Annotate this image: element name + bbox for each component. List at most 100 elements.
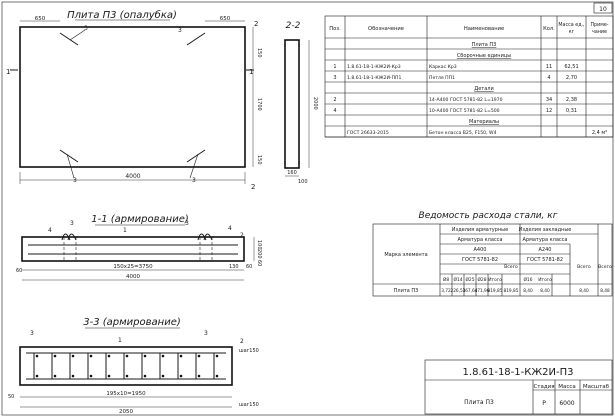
spec-header: Поз.: [329, 26, 341, 32]
steel-group2-class: А240: [539, 247, 552, 253]
section-1-1-dim-left: 60: [16, 268, 22, 274]
steel-row-value: 471,96: [474, 288, 489, 294]
spec-row-name: Каркас Кр3: [429, 64, 457, 70]
rebar-dot: [125, 354, 129, 358]
steel-subcol: Ø28: [477, 276, 486, 283]
spec-row-mass: 0,31: [566, 108, 577, 114]
section-1-1-dim-h3: 60: [256, 260, 262, 266]
steel-row-value: 226,53: [450, 288, 465, 294]
spec-header: Обозначение: [368, 26, 404, 32]
title-block: 1.8.61-18-1-КЖ2И-П3 Стадия Масса Масштаб…: [424, 359, 613, 415]
spec-row-name: 14-А400 ГОСТ 5781-82 L=1970: [429, 97, 503, 103]
steel-row-value: 3,72: [441, 288, 451, 294]
plan-dim-top-left: 650: [35, 16, 46, 22]
spec-row-section: Детали: [474, 86, 493, 92]
stamp-col-mass: Масса: [558, 384, 576, 390]
section-2-2-dim-width: 160: [287, 170, 297, 176]
rebar-dot: [71, 354, 75, 358]
section-2-2: 2-2 2000 160 100: [284, 21, 318, 185]
section-2-2-outline: [284, 39, 300, 169]
steel-subcol: Ø8: [443, 276, 449, 283]
plan-dim-length: 4000: [125, 173, 140, 180]
slab-outline: [19, 26, 246, 168]
section-1-1: 1-1 (армирование) 4 3 1 3 4 2 60 150х25=…: [16, 214, 262, 281]
plan-dim-right-c: 150: [256, 155, 262, 165]
spec-row-name: Бетон класса В25, F150, W4: [429, 130, 497, 136]
spec-row-note: 2,4 м³: [592, 130, 607, 136]
stamp-stage: Р: [542, 400, 546, 407]
rebar-dot: [35, 374, 39, 378]
steel-row-value: 8,48: [600, 288, 610, 294]
plan-mark-3b: 3: [178, 27, 182, 34]
rebar-dot: [197, 354, 201, 358]
plan-mark-2-top: 2: [254, 20, 258, 28]
rebar-dot: [143, 354, 147, 358]
rebar-dot: [107, 354, 111, 358]
spec-row-designation: ГОСТ 26633-2015: [347, 130, 389, 136]
section-3-3-dim-left: 50: [8, 394, 14, 400]
steel-group1-gost: ГОСТ 5781-82: [462, 257, 498, 263]
rebar-dot: [107, 374, 111, 378]
spec-row-mass: 2,38: [566, 97, 577, 103]
plan-mark-3a: 3: [84, 25, 88, 32]
steel-frame: [372, 223, 613, 297]
section-3-3-mark-3a: 3: [30, 330, 34, 337]
steel-row-mark: Плита П3: [394, 288, 419, 294]
spec-row-section: Плита П3: [472, 42, 497, 48]
rebar-dot: [161, 374, 165, 378]
section-1-1-mark-3a: 3: [70, 220, 74, 227]
rebar-dot: [71, 374, 75, 378]
stamp-frame: [424, 359, 613, 415]
rebar-dot: [53, 354, 57, 358]
spec-row-qty: 11: [546, 64, 552, 70]
steel-group2-gost: ГОСТ 5781-82: [527, 257, 563, 263]
steel-subcol: Итого: [538, 277, 552, 283]
stamp-mass: 6000: [559, 400, 574, 407]
section-1-1-dim-h1: 100: [256, 240, 262, 250]
steel-subcol: Итого: [488, 277, 502, 283]
section-2-2-title: 2-2: [286, 21, 301, 31]
section-3-3-mark-2: 2: [240, 338, 244, 345]
plan-dim-top-right: 650: [220, 16, 231, 22]
section-3-3-mark-1: 1: [118, 337, 122, 344]
rebar-dot: [215, 354, 219, 358]
plan-mark-3c: 3: [73, 177, 77, 184]
section-1-1-mark-3b: 3: [185, 220, 189, 227]
rebar-dot: [89, 354, 93, 358]
plan-dim-right-a: 150: [256, 48, 262, 58]
steel-col-total1: Всего: [504, 264, 518, 270]
spec-header: Наименование: [464, 26, 504, 32]
spec-row-designation: 1.8.61-18-1-КЖ2И-ПП1: [347, 75, 401, 81]
section-1-1-mark-4a: 4: [48, 227, 52, 234]
spec-header: Масса ед.,: [558, 22, 585, 28]
stamp-col-scale: Масштаб: [583, 384, 610, 390]
steel-group2: Изделия закладные: [519, 227, 572, 233]
spec-row-mass: 2,70: [566, 75, 577, 81]
section-1-1-dim-right-a: 130: [229, 264, 239, 270]
steel-row-value: 8,40: [540, 288, 550, 294]
rebar-dot: [53, 374, 57, 378]
spec-row-pos: 4: [333, 108, 336, 114]
section-1-1-title: 1-1 (армирование): [91, 214, 189, 225]
plan-dim-right-b: 1700: [256, 98, 262, 111]
section-3-3-outline: [19, 346, 233, 386]
plan-title: Плита П3 (опалубка): [67, 9, 177, 21]
rebar-dot: [161, 354, 165, 358]
rebar-dot: [179, 374, 183, 378]
spec-row-pos: 1: [333, 64, 336, 70]
section-1-1-mark-1: 1: [123, 227, 127, 234]
steel-row-value: 819,85: [503, 288, 518, 294]
section-1-1-dim-h2: 200: [256, 249, 262, 259]
steel-group1: Изделия арматурные: [452, 227, 508, 233]
section-1-1-mark-4b: 4: [228, 225, 232, 232]
section-1-1-dim-right-b: 60: [246, 264, 252, 270]
steel-col-mark: Марка элемента: [384, 252, 427, 258]
steel-row-value: 167,64: [462, 288, 477, 294]
section-3-3-dim-w2: шаг150: [239, 402, 259, 408]
section-3-3-dim-mid: 195х10=1950: [106, 391, 146, 397]
spec-row-pos: 2: [333, 97, 336, 103]
spec-row-mass: 62,51: [564, 64, 578, 70]
section-3-3-dim-w1: шаг150: [239, 348, 259, 354]
